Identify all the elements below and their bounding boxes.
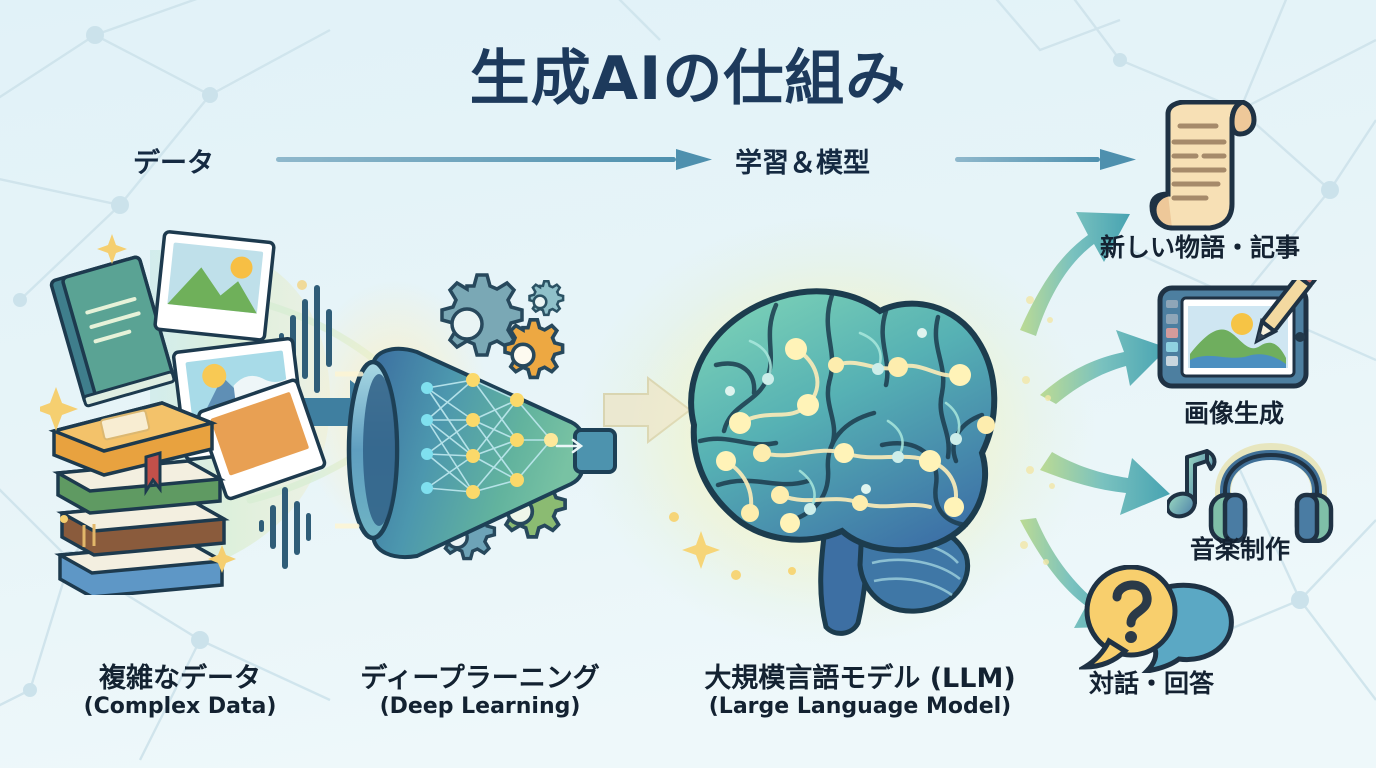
funnel-neural-network-icon (335, 273, 617, 561)
headphones-music-note-icon (1167, 443, 1334, 543)
flow-label-data: データ (133, 148, 214, 179)
drawing-tablet-icon (1157, 280, 1318, 389)
output-label-image: 画像生成 (1184, 399, 1285, 428)
scroll-icon (1149, 100, 1257, 231)
stage-caption-en: (Complex Data) (83, 694, 277, 720)
flow-label-training: 学習＆模型 (735, 148, 870, 179)
output-label-text: 新しい物語・記事 (1100, 233, 1301, 262)
brain-icon (630, 260, 1030, 636)
stage-caption-jp: ディープラーニング (360, 663, 600, 694)
stage-caption-deep-learning: ディープラーニング (Deep Learning) (320, 663, 640, 721)
output-label-chat: 対話・回答 (1089, 669, 1215, 698)
chat-bubbles-question-icon (1079, 565, 1234, 673)
stage-caption-jp: 大規模言語モデル (LLM) (704, 663, 1016, 694)
stage-caption-jp: 複雑なデータ (99, 663, 261, 694)
stage-caption-en: (Large Language Model) (708, 694, 1012, 720)
page-title: 生成AIの仕組み (469, 44, 907, 114)
stage-caption-llm: 大規模言語モデル (LLM) (Large Language Model) (690, 663, 1030, 721)
output-label-music: 音楽制作 (1190, 535, 1291, 564)
stage-caption-en: (Deep Learning) (379, 694, 581, 720)
stage-caption-complex-data: 複雑なデータ (Complex Data) (30, 663, 330, 721)
books-photos-audio-icon (40, 230, 332, 595)
